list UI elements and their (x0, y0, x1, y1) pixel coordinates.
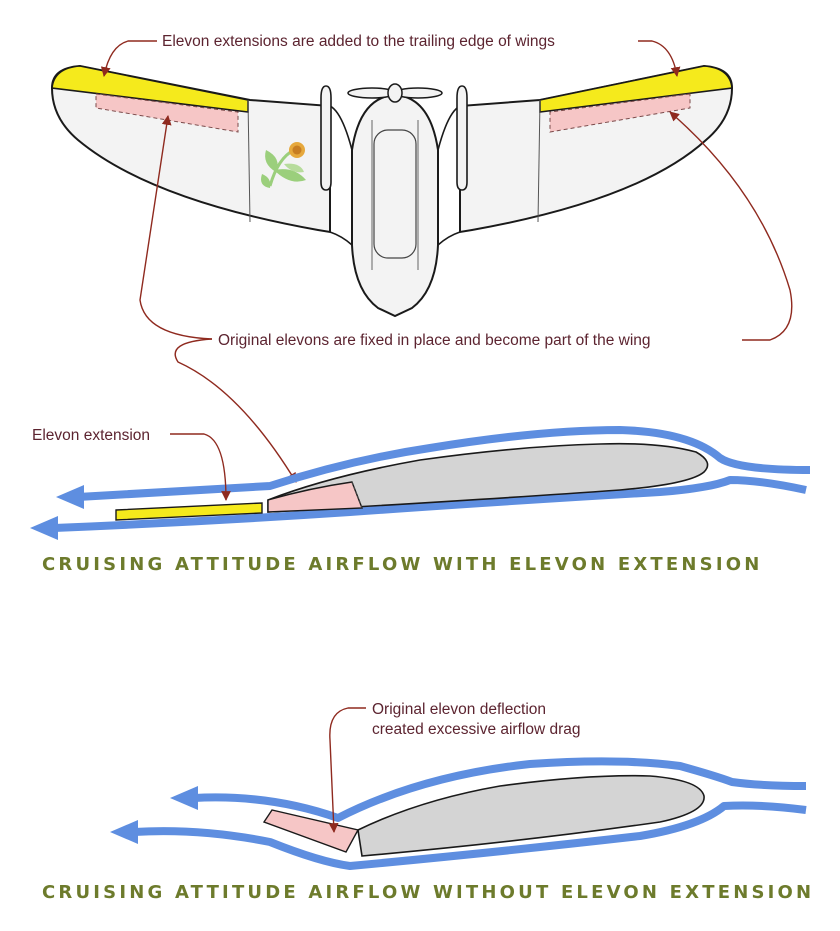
deflection-leader (328, 707, 366, 833)
right-fin (456, 85, 468, 191)
airfoil (267, 442, 709, 513)
arrow-left-icon (30, 516, 58, 540)
original-elevon-fixed (267, 481, 364, 513)
propeller (347, 83, 443, 103)
arrow-left-icon (170, 786, 198, 810)
middle-callout-leader-wing-right (669, 111, 793, 341)
middle-callout-leader-section (174, 338, 297, 483)
original-elevon-deflected (262, 809, 360, 853)
airfoil-2 (357, 774, 705, 857)
left-fin (320, 85, 332, 191)
middle-callout-label: Original elevons are fixed in place and … (218, 332, 651, 349)
left-original-elevon (95, 93, 239, 133)
section-with-extension (30, 426, 811, 540)
deflection-label-line1: Original elevon deflection (372, 701, 546, 718)
arrow-left-icon (56, 485, 84, 509)
extension-label: Elevon extension (32, 427, 150, 444)
lower-airflow-arrow-2 (133, 801, 807, 870)
right-original-elevon (549, 93, 691, 133)
arrow-left-icon (110, 820, 138, 844)
section-without-extension (110, 757, 807, 870)
right-elevon-extension (539, 65, 733, 113)
without-extension-title: CRUISING ATTITUDE AIRFLOW WITHOUT ELEVON… (42, 882, 814, 903)
top-callout-leader-left (100, 40, 157, 77)
with-extension-title: CRUISING ATTITUDE AIRFLOW WITH ELEVON EX… (42, 554, 763, 575)
upper-airflow-arrow-2 (193, 757, 807, 822)
deflection-label-line2: created excessive airflow drag (372, 721, 581, 738)
extension-leader (170, 433, 231, 501)
lower-airflow-arrow (53, 476, 807, 532)
flower-logo-icon (261, 142, 306, 188)
top-callout-leader-right (638, 40, 681, 77)
top-callout-label: Elevon extensions are added to the trail… (162, 33, 555, 50)
flying-wing-planform (50, 64, 734, 318)
middle-callout-leader-wing-left (139, 115, 213, 340)
hatch (373, 129, 417, 259)
elevon-extension-plate (115, 502, 263, 521)
left-elevon-extension (51, 65, 249, 113)
upper-airflow-arrow (77, 426, 811, 501)
